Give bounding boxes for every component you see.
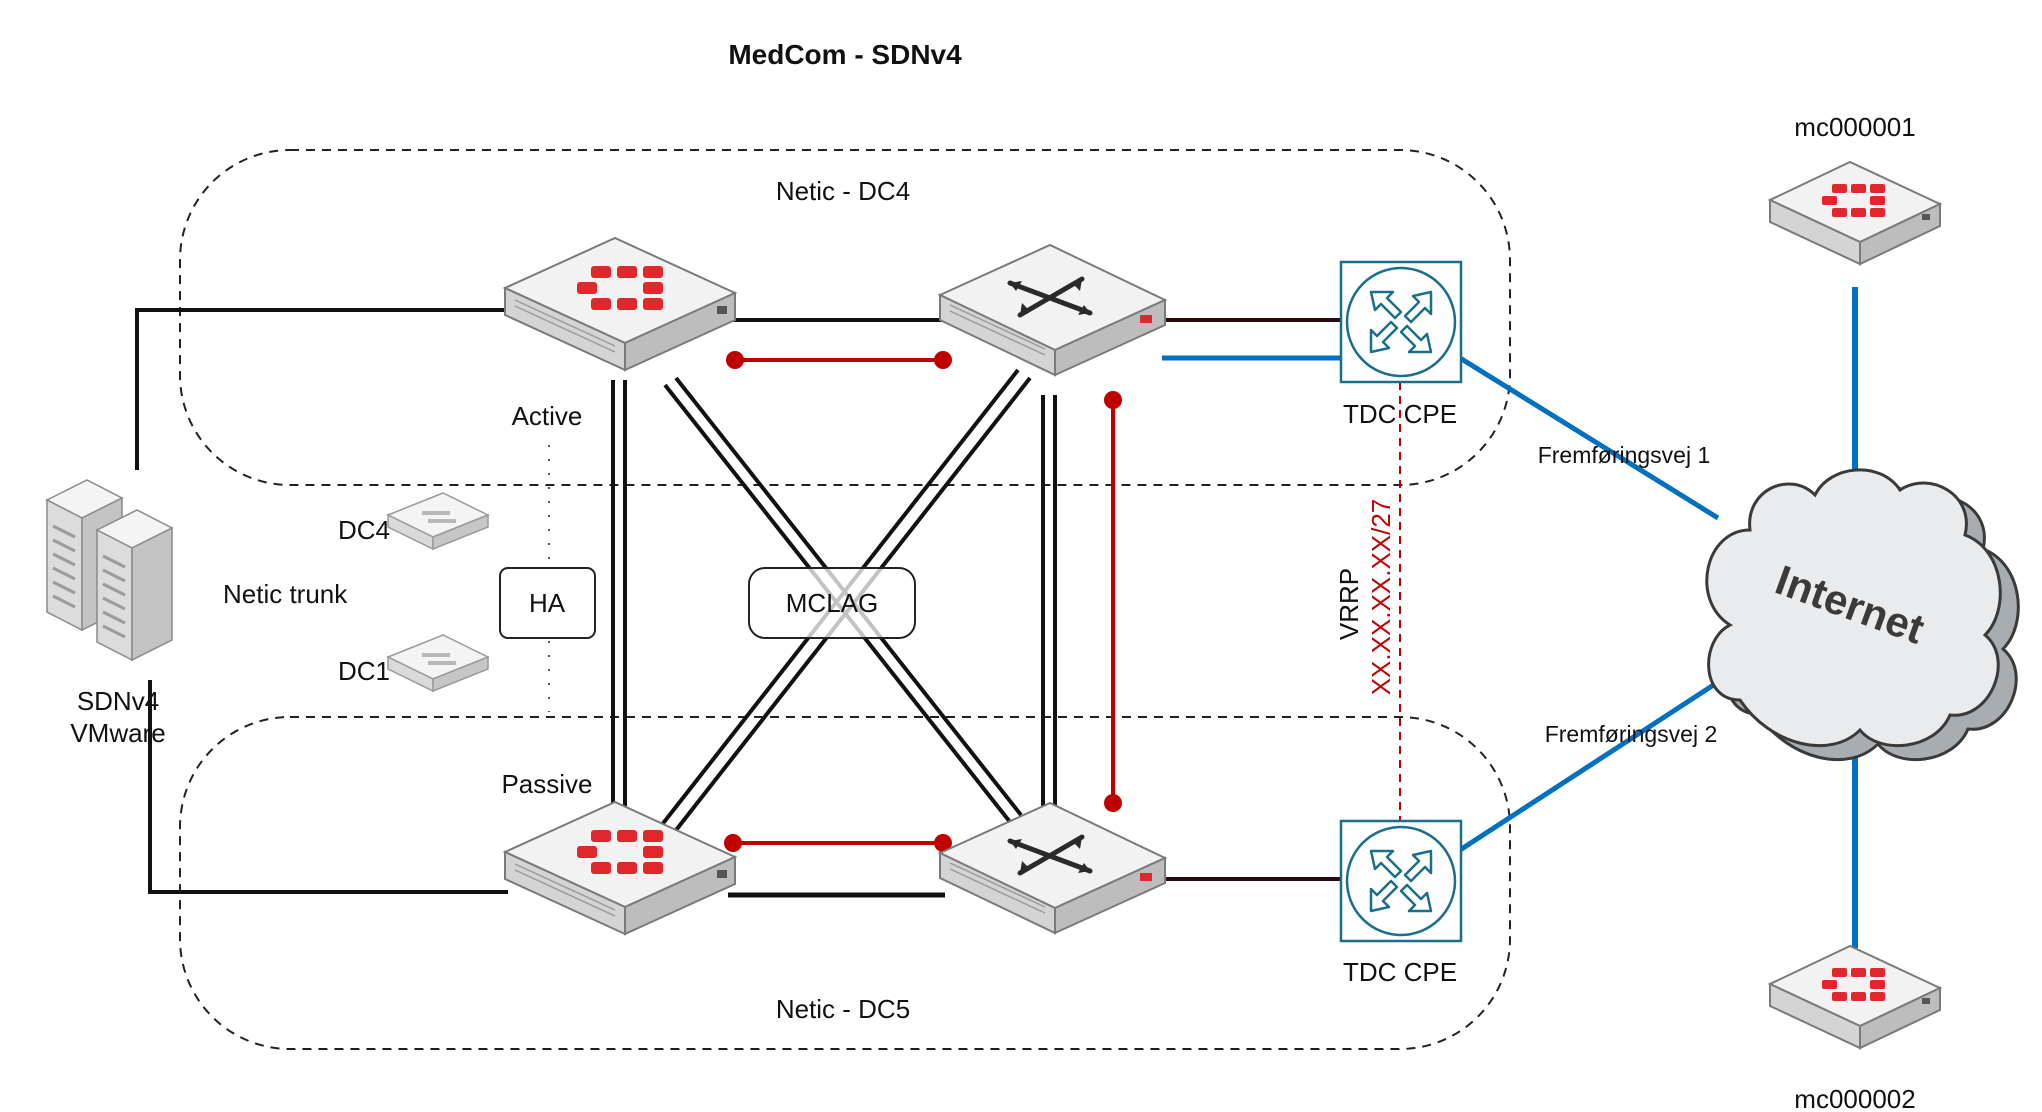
- mclag-label: MCLAG: [786, 588, 878, 618]
- tdc-cpe-top-label: TDC CPE: [1343, 399, 1457, 429]
- storage-dc1-icon: [386, 633, 490, 693]
- trunk-link-bottom: [148, 680, 508, 894]
- zone-dc4-label: Netic - DC4: [776, 176, 910, 206]
- firewall-site-2-icon: [1769, 945, 1941, 1049]
- red-peer-link-top: [726, 351, 952, 369]
- active-label: Active: [512, 401, 583, 431]
- zone-dc5-label: Netic - DC5: [776, 994, 910, 1024]
- ha-label: HA: [529, 588, 566, 618]
- mclag-box: [748, 567, 916, 639]
- red-peer-link-bottom: [724, 834, 952, 852]
- firewall-site-1-icon: [1769, 161, 1941, 265]
- vmware-label: VMware: [70, 718, 165, 748]
- path-1-label: Fremføringsvej 1: [1538, 442, 1711, 468]
- diagram-title: MedCom - SDNv4: [728, 39, 962, 70]
- router-tdc-cpe-bottom-icon: [1339, 819, 1463, 943]
- tdc-cpe-bottom-label: TDC CPE: [1343, 957, 1457, 987]
- trunk-link-top: [135, 308, 508, 470]
- path-2-label: Fremføringsvej 2: [1545, 721, 1718, 747]
- firewall-passive-icon: [504, 801, 736, 935]
- router-tdc-cpe-top-icon: [1339, 260, 1463, 384]
- storage-dc1-label: DC1: [338, 656, 390, 686]
- passive-label: Passive: [501, 769, 592, 799]
- switch-dc4-icon: [940, 245, 1165, 375]
- storage-dc4-icon: [386, 491, 490, 551]
- path-1-link: [1458, 355, 1720, 521]
- internet-cloud-icon: [1705, 468, 2020, 762]
- netic-trunk-label: Netic trunk: [223, 579, 348, 609]
- red-peer-link-vertical: [1104, 391, 1122, 812]
- switch-stack-link: [1041, 395, 1057, 808]
- site-2-label: mc000002: [1794, 1084, 1915, 1112]
- vrrp-label: VRRP: [1334, 568, 1364, 640]
- sdnv4-label: SDNv4: [77, 686, 159, 716]
- storage-dc4-label: DC4: [338, 515, 390, 545]
- switch-dc5-icon: [940, 803, 1165, 933]
- server-right-icon: [95, 508, 174, 662]
- ha-link: [611, 380, 627, 815]
- vrrp-subnet-label: XX.XX.XX.XX/27: [1366, 499, 1396, 696]
- site-1-label: mc000001: [1794, 112, 1915, 142]
- firewall-active-icon: [504, 237, 736, 371]
- ha-box: [499, 567, 596, 639]
